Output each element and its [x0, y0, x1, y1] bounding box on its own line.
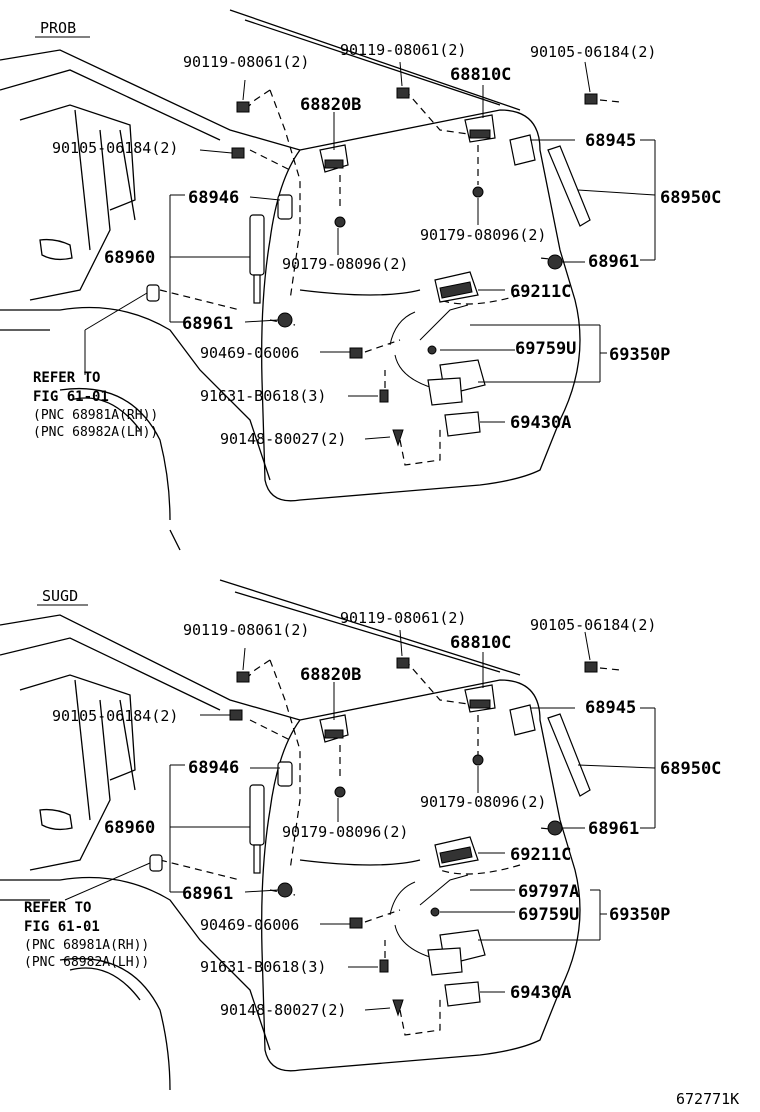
- part-number: 90105-06184(2): [52, 707, 178, 725]
- gas-stay-icon: [249, 145, 591, 304]
- part-number: 90119-08061(2): [340, 609, 466, 627]
- part-number: 69759U: [518, 905, 579, 925]
- part-number: 68961: [182, 884, 233, 904]
- leader-lines: [84, 61, 656, 440]
- variant-label: SUGD: [42, 587, 78, 605]
- part-number: 90119-08061(2): [340, 41, 466, 59]
- stay-bracket-icon: [277, 134, 536, 220]
- part-number: 91631-B0618(3): [200, 387, 326, 405]
- panel-prob: PROB: [0, 9, 721, 551]
- part-number: 90179-08096(2): [282, 823, 408, 841]
- part-number: 68945: [585, 131, 636, 151]
- gas-stay-icon: [249, 713, 591, 874]
- part-number: 90148-80027(2): [220, 1001, 346, 1019]
- vehicle-body-outline: [0, 579, 581, 1091]
- part-number-labels: 90119-08061(2) 90119-08061(2) 90105-0618…: [52, 41, 721, 448]
- part-number: 90105-06184(2): [52, 139, 178, 157]
- part-number: 68960: [104, 818, 155, 838]
- part-number: 68810C: [450, 633, 511, 653]
- part-number: 90105-06184(2): [530, 43, 656, 61]
- part-number-labels: 90119-08061(2) 90119-08061(2) 90105-0618…: [52, 609, 721, 1019]
- part-number: 90469-06006: [200, 916, 299, 934]
- bolt-icon: [229, 657, 598, 721]
- vehicle-body-outline: [0, 9, 581, 551]
- part-number: 69430A: [510, 983, 571, 1003]
- part-number: 69211C: [510, 845, 571, 865]
- clip-icon: [334, 754, 484, 798]
- clip-icon: [334, 186, 484, 228]
- part-number: 68961: [588, 252, 639, 272]
- svg-text:REFER TO: REFER TO: [24, 900, 91, 916]
- part-number: 91631-B0618(3): [200, 958, 326, 976]
- handle-icon: [434, 836, 479, 868]
- hinge-icon: [319, 684, 496, 743]
- panel-sugd: SUGD: [0, 579, 721, 1091]
- part-number: 90119-08061(2): [183, 53, 309, 71]
- part-number: 68820B: [300, 95, 361, 115]
- part-number: 68820B: [300, 665, 361, 685]
- leader-lines: [64, 629, 656, 1011]
- part-number: 90179-08096(2): [420, 793, 546, 811]
- small-parts-icon: [146, 284, 404, 447]
- part-number: 69211C: [510, 282, 571, 302]
- figure-code: 672771K: [676, 1090, 739, 1108]
- part-number: 69797A: [518, 882, 579, 902]
- part-number: 90105-06184(2): [530, 616, 656, 634]
- part-number: 90148-80027(2): [220, 430, 346, 448]
- lock-assembly-icon: [389, 304, 486, 406]
- svg-text:(PNC 68982A(LH)): (PNC 68982A(LH)): [33, 425, 158, 440]
- stay-bracket-icon: [277, 704, 536, 787]
- part-number: 90179-08096(2): [420, 226, 546, 244]
- hinge-icon: [319, 114, 496, 173]
- stay-ball-icon: [277, 254, 563, 328]
- svg-text:REFER TO: REFER TO: [33, 370, 100, 386]
- part-number: 68961: [182, 314, 233, 334]
- part-number: 69350P: [609, 905, 670, 925]
- striker-icon: [444, 981, 481, 1007]
- part-number: 68810C: [450, 65, 511, 85]
- striker-icon: [444, 411, 481, 437]
- part-number: 68961: [588, 819, 639, 839]
- svg-text:(PNC 68982A(LH)): (PNC 68982A(LH)): [24, 955, 149, 970]
- part-number: 68960: [104, 248, 155, 268]
- part-number: 69759U: [515, 339, 576, 359]
- svg-text:FIG 61-01: FIG 61-01: [24, 919, 100, 935]
- variant-label: PROB: [40, 19, 76, 37]
- small-parts-icon: [149, 854, 404, 1017]
- bolt-icon: [231, 87, 598, 159]
- part-number: 90469-06006: [200, 344, 299, 362]
- svg-text:FIG 61-01: FIG 61-01: [33, 389, 109, 405]
- part-number: 90119-08061(2): [183, 621, 309, 639]
- reference-note: REFER TO FIG 61-01 (PNC 68981A(RH)) (PNC…: [24, 900, 149, 970]
- part-number: 68946: [188, 758, 239, 778]
- handle-icon: [434, 271, 479, 303]
- svg-text:(PNC 68981A(RH)): (PNC 68981A(RH)): [33, 408, 158, 423]
- part-number: 90179-08096(2): [282, 255, 408, 273]
- lock-assembly-icon: [389, 874, 486, 976]
- part-number: 68950C: [660, 759, 721, 779]
- stay-ball-icon: [277, 820, 563, 898]
- part-number: 68946: [188, 188, 239, 208]
- part-number: 69350P: [609, 345, 670, 365]
- reference-note: REFER TO FIG 61-01 (PNC 68981A(RH)) (PNC…: [33, 370, 158, 440]
- part-number: 68945: [585, 698, 636, 718]
- assembly-dash-lines: [159, 89, 621, 466]
- part-number: 69430A: [510, 413, 571, 433]
- part-number: 68950C: [660, 188, 721, 208]
- svg-text:(PNC 68981A(RH)): (PNC 68981A(RH)): [24, 938, 149, 953]
